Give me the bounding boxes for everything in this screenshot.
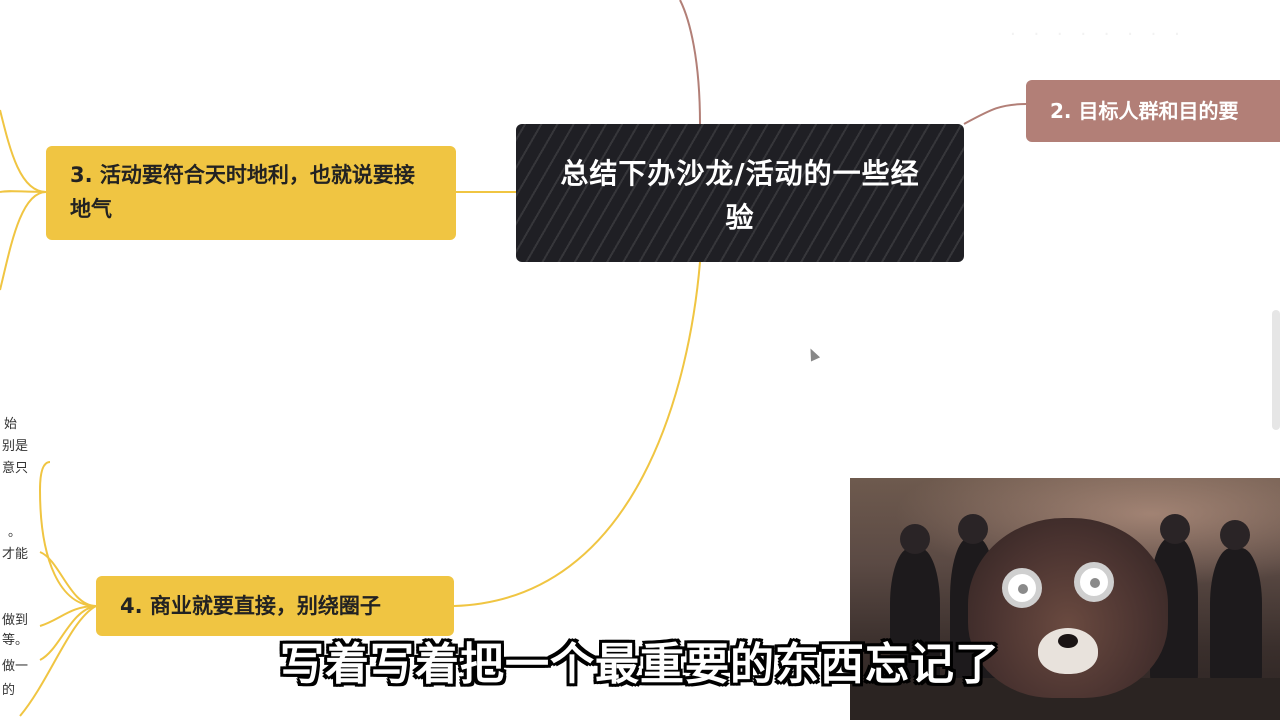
leaf-fragment: 意只 — [2, 461, 29, 476]
mindmap-node-3[interactable]: 3. 活动要符合天时地利，也就说要接地气 — [46, 146, 456, 240]
connector-left-7 — [39, 605, 97, 661]
vertical-scrollbar[interactable] — [1272, 310, 1280, 430]
figure-head — [1220, 520, 1250, 550]
leaf-fragment: 等。 — [2, 633, 29, 648]
video-subtitle: 写着写着把一个最重要的东西忘记了 — [280, 639, 1000, 690]
mindmap-node-4[interactable]: 4. 商业就要直接，别绕圈子 — [96, 576, 454, 636]
leaf-fragment: 做一 — [2, 659, 29, 674]
figure-head — [900, 524, 930, 554]
connector-left-6 — [39, 605, 97, 627]
presenter-video-overlay — [850, 478, 1280, 720]
connector-left-4 — [38, 461, 97, 607]
connector-left-3 — [0, 191, 47, 291]
figure-silhouette — [890, 548, 940, 688]
node-2-label: 2. 目标人群和目的要 — [1050, 99, 1239, 123]
figure-head — [1160, 514, 1190, 544]
leaf-fragment: 的 — [2, 683, 16, 698]
mascot-snout — [1038, 628, 1098, 674]
leaf-fragment: 才能 — [2, 547, 29, 562]
connector-left-1 — [0, 109, 47, 193]
leaf-fragment: 别是 — [2, 439, 29, 454]
goggle-left-icon — [1002, 568, 1042, 608]
faded-top-text: · · · · · · · · — [1010, 24, 1186, 45]
center-node-label: 总结下办沙龙/活动的一些经验 — [560, 157, 920, 234]
connector-top — [679, 0, 701, 125]
connector-node-2 — [963, 103, 1027, 125]
goggle-right-icon — [1074, 562, 1114, 602]
leaf-fragment: 做到 — [2, 613, 29, 628]
node-3-label: 3. 活动要符合天时地利，也就说要接地气 — [70, 163, 415, 221]
red-panda-mascot — [968, 518, 1168, 698]
leaf-fragment: 始 — [4, 417, 18, 432]
leaf-fragment: 。 — [8, 525, 22, 540]
figure-silhouette — [1210, 548, 1262, 688]
mascot-nose — [1058, 634, 1078, 648]
node-4-label: 4. 商业就要直接，别绕圈子 — [120, 594, 381, 618]
connector-node-4 — [453, 261, 701, 607]
connector-left-5 — [39, 551, 97, 607]
mindmap-center-node[interactable]: 总结下办沙龙/活动的一些经验 — [516, 124, 964, 262]
connector-left-2 — [0, 190, 47, 193]
figure-head — [958, 514, 988, 544]
connector-left-8 — [19, 605, 97, 717]
mindmap-node-2[interactable]: 2. 目标人群和目的要 — [1026, 80, 1280, 142]
